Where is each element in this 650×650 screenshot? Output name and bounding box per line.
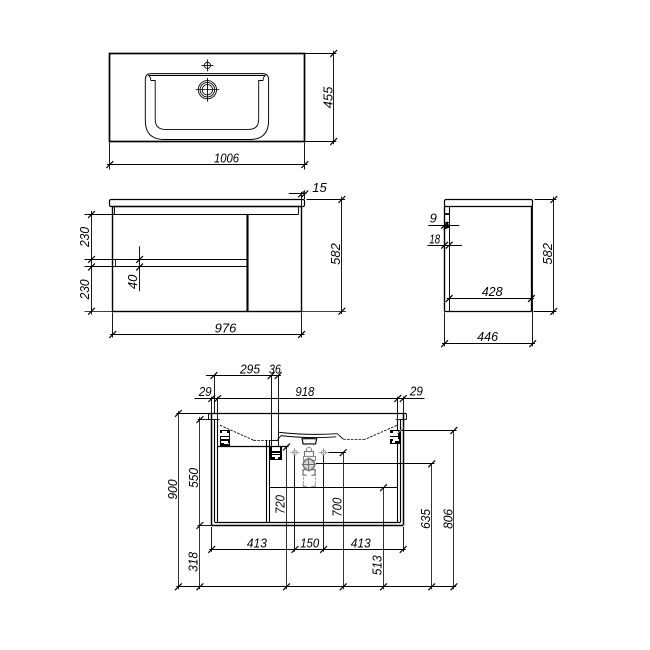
- svg-text:446: 446: [477, 329, 499, 344]
- svg-text:428: 428: [482, 284, 504, 299]
- svg-text:413: 413: [247, 535, 268, 550]
- svg-text:15: 15: [312, 180, 327, 195]
- svg-text:29: 29: [409, 384, 423, 399]
- svg-text:582: 582: [328, 242, 343, 264]
- svg-text:1006: 1006: [214, 151, 240, 166]
- svg-text:550: 550: [186, 467, 201, 488]
- svg-text:635: 635: [418, 508, 433, 529]
- svg-text:18: 18: [429, 231, 441, 246]
- svg-text:513: 513: [370, 555, 385, 576]
- svg-text:976: 976: [215, 321, 237, 336]
- svg-text:900: 900: [165, 479, 180, 500]
- svg-text:413: 413: [351, 535, 372, 550]
- svg-text:918: 918: [295, 384, 315, 399]
- svg-text:806: 806: [441, 508, 456, 529]
- svg-text:9: 9: [430, 210, 437, 225]
- svg-text:318: 318: [186, 551, 201, 572]
- svg-text:150: 150: [300, 535, 320, 550]
- svg-text:700: 700: [329, 497, 344, 517]
- svg-text:582: 582: [540, 242, 555, 264]
- svg-text:720: 720: [273, 494, 288, 514]
- svg-text:29: 29: [198, 384, 212, 399]
- svg-text:36: 36: [269, 361, 282, 376]
- svg-text:230: 230: [77, 226, 92, 248]
- svg-text:230: 230: [77, 279, 92, 301]
- svg-text:40: 40: [125, 274, 140, 289]
- svg-text:295: 295: [239, 361, 261, 376]
- svg-text:455: 455: [320, 86, 335, 108]
